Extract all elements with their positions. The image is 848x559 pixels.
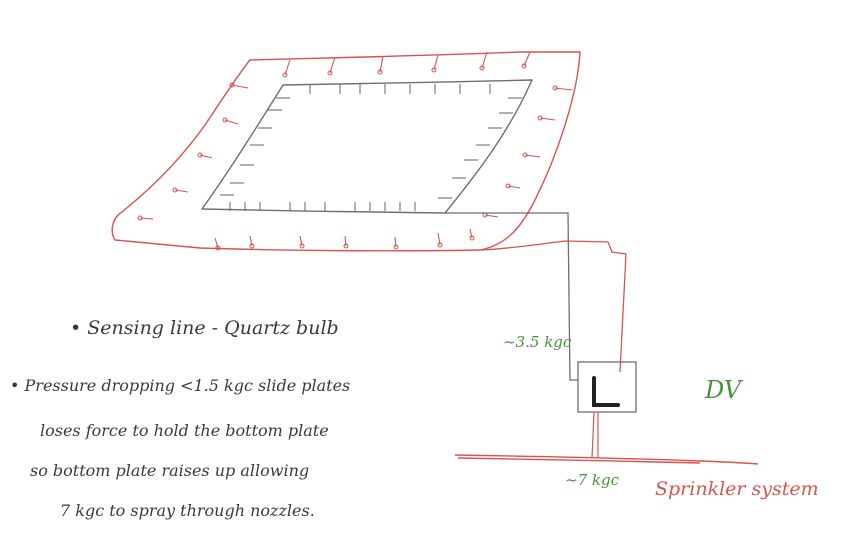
riser-lines — [592, 412, 598, 458]
pressure-top-label: ~3.5 kgc — [503, 333, 572, 351]
main-pipe — [455, 455, 758, 464]
sensing-line — [445, 213, 578, 380]
sprinkler-label: Sprinkler system — [655, 478, 819, 500]
dv-label: DV — [704, 376, 744, 404]
inner-gray-square — [202, 80, 532, 213]
note-line-4: so bottom plate raises up allowing — [30, 461, 309, 480]
supply-line-red — [480, 241, 626, 372]
nozzle-mark — [555, 88, 572, 90]
note-line-2: • Pressure dropping <1.5 kgc slide plate… — [10, 376, 350, 395]
note-line-5: 7 kgc to spray through nozzles. — [60, 501, 315, 520]
valve-l-mark — [594, 378, 618, 405]
outer-red-loop — [112, 52, 580, 251]
inner-tick-marks — [220, 84, 522, 211]
nozzle-mark — [330, 57, 335, 73]
note-line-3: loses force to hold the bottom plate — [40, 421, 329, 440]
nozzle-mark — [482, 52, 487, 68]
pressure-bottom-label: ~7 kgc — [565, 471, 620, 489]
nozzle-marks — [138, 52, 572, 250]
note-line-1: • Sensing line - Quartz bulb — [70, 317, 339, 339]
